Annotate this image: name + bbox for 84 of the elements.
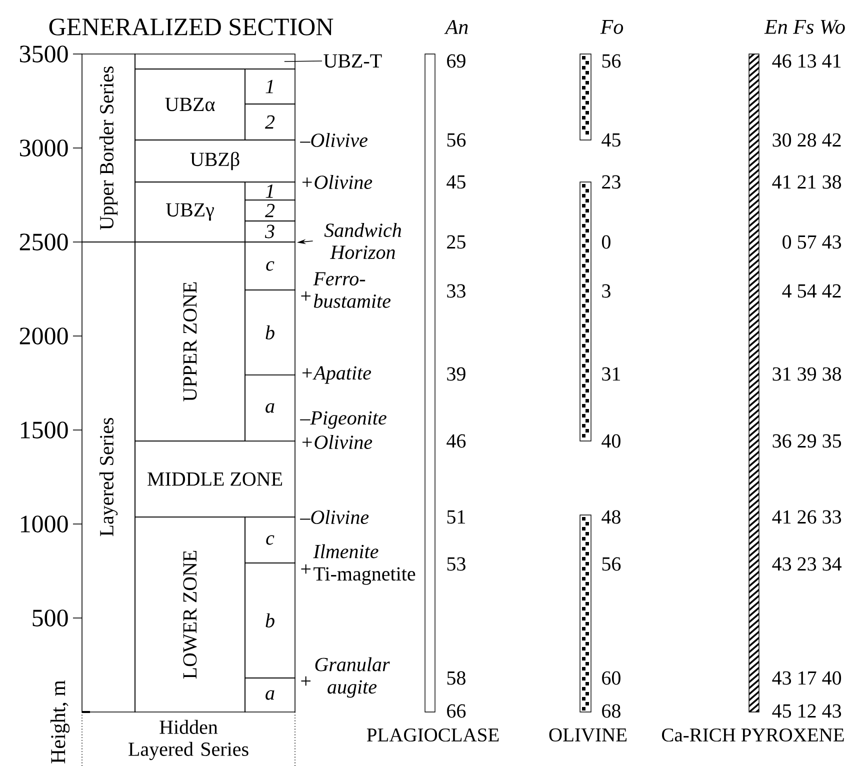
layer-box: a xyxy=(244,374,296,442)
layer-box: UBZα xyxy=(134,68,246,140)
mineral-event-label: +Apatite xyxy=(302,366,372,384)
tick-label: 3500 xyxy=(20,46,68,62)
layer-box: c xyxy=(244,242,296,290)
layer-box: UPPER ZONE xyxy=(134,242,246,442)
composition-value: 33 xyxy=(447,284,466,298)
composition-value: 56 xyxy=(602,54,621,68)
composition-value: 36 29 35 xyxy=(772,434,842,448)
composition-value: 31 xyxy=(602,367,620,381)
composition-value: 53 xyxy=(447,557,466,571)
composition-value: 41 21 38 xyxy=(772,175,842,189)
mineral-event-label: –Olivine xyxy=(300,510,369,524)
composition-value: 56 xyxy=(447,133,466,147)
column-header: En Fs Wo xyxy=(764,20,845,34)
layer-box: Upper Border Series xyxy=(82,54,136,242)
mineral-event-label: –Pigeonite xyxy=(300,411,386,429)
tick-label: 2000 xyxy=(20,328,68,344)
composition-value: 51 xyxy=(447,510,465,524)
composition-value: 46 13 41 xyxy=(772,54,841,68)
mineral-event-label: Ilmenite Ti-magnetite xyxy=(313,544,416,585)
mineral-name: PLAGIOCLASE xyxy=(366,728,499,742)
composition-value: 3 xyxy=(602,284,610,298)
tick-label: 500 xyxy=(32,610,68,626)
column-header: Fo xyxy=(600,20,624,34)
composition-value: 39 xyxy=(447,367,466,381)
dotted-column: Hidden Layered Series xyxy=(82,712,296,766)
mineral-name: OLIVINE xyxy=(549,728,627,742)
layer-box: b xyxy=(244,290,296,376)
layer-box: 1 xyxy=(244,182,296,200)
composition-value: 43 23 34 xyxy=(772,557,842,571)
composition-value: 46 xyxy=(446,434,466,448)
layer-box: Layered Series xyxy=(82,242,136,712)
layer-box: LOWER ZONE xyxy=(134,516,246,712)
layer-box: UBZγ xyxy=(134,182,246,242)
composition-value: 69 xyxy=(447,54,466,68)
composition-value: 41 26 33 xyxy=(772,510,842,524)
layer-box: 3 xyxy=(244,220,296,242)
composition-value: 31 39 38 xyxy=(772,367,842,381)
composition-value: 45 xyxy=(602,133,620,147)
zone-label: UBZ-T xyxy=(324,54,382,68)
composition-value: 0 xyxy=(602,235,610,249)
plus-sign: + xyxy=(301,676,310,686)
mineral-event-label: –Olivive xyxy=(300,132,368,148)
layer-box: a xyxy=(244,678,296,712)
layer-box: c xyxy=(244,516,296,564)
composition-value: 25 xyxy=(447,235,466,249)
mineral-event-label: +Olivine xyxy=(302,174,372,190)
leader-line xyxy=(284,60,322,62)
composition-value: 66 xyxy=(447,704,466,718)
composition-value: 23 xyxy=(602,175,620,189)
layer-box xyxy=(134,54,296,70)
layer-box: 2 xyxy=(244,104,296,140)
composition-value: 60 xyxy=(602,671,620,685)
layer-box: UBZβ xyxy=(134,140,296,182)
composition-value: 56 xyxy=(602,557,621,571)
composition-value: 0 57 43 xyxy=(782,235,842,249)
mineral-event-label: +Olivine xyxy=(302,434,372,450)
layer-box: b xyxy=(244,562,296,678)
layer-box: 1 xyxy=(244,68,296,104)
composition-value: 45 xyxy=(446,175,466,189)
composition-value: 58 xyxy=(447,671,466,685)
plus-sign: + xyxy=(301,564,310,574)
composition-value: 4 54 42 xyxy=(782,284,841,298)
composition-value: 30 28 42 xyxy=(772,133,841,147)
layer-box: 2 xyxy=(244,200,296,222)
tick-label: 3000 xyxy=(20,140,68,156)
axis-title: Height, m xyxy=(50,680,70,764)
diagram-title: GENERALIZED SECTION xyxy=(49,18,334,36)
composition-value: 68 xyxy=(602,704,620,718)
mineral-event-label: Granular augite xyxy=(315,657,390,698)
composition-value: 40 xyxy=(602,434,620,448)
plus-sign: + xyxy=(301,291,310,301)
composition-value: 43 17 40 xyxy=(772,671,842,685)
column-header: An xyxy=(444,20,468,34)
tick-label: 2500 xyxy=(20,234,68,250)
composition-value: 48 xyxy=(602,510,620,524)
composition-value: 45 12 43 xyxy=(772,704,842,718)
mineral-event-label: Ferro-bustamite xyxy=(313,272,391,308)
tick-label: 1000 xyxy=(21,516,68,532)
horizon-label: Sandwich Horizon xyxy=(324,222,402,260)
layer-box: MIDDLE ZONE xyxy=(134,440,296,518)
tick-label: 1500 xyxy=(21,422,68,438)
mineral-name: Ca-RICH PYROXENE xyxy=(662,728,844,742)
